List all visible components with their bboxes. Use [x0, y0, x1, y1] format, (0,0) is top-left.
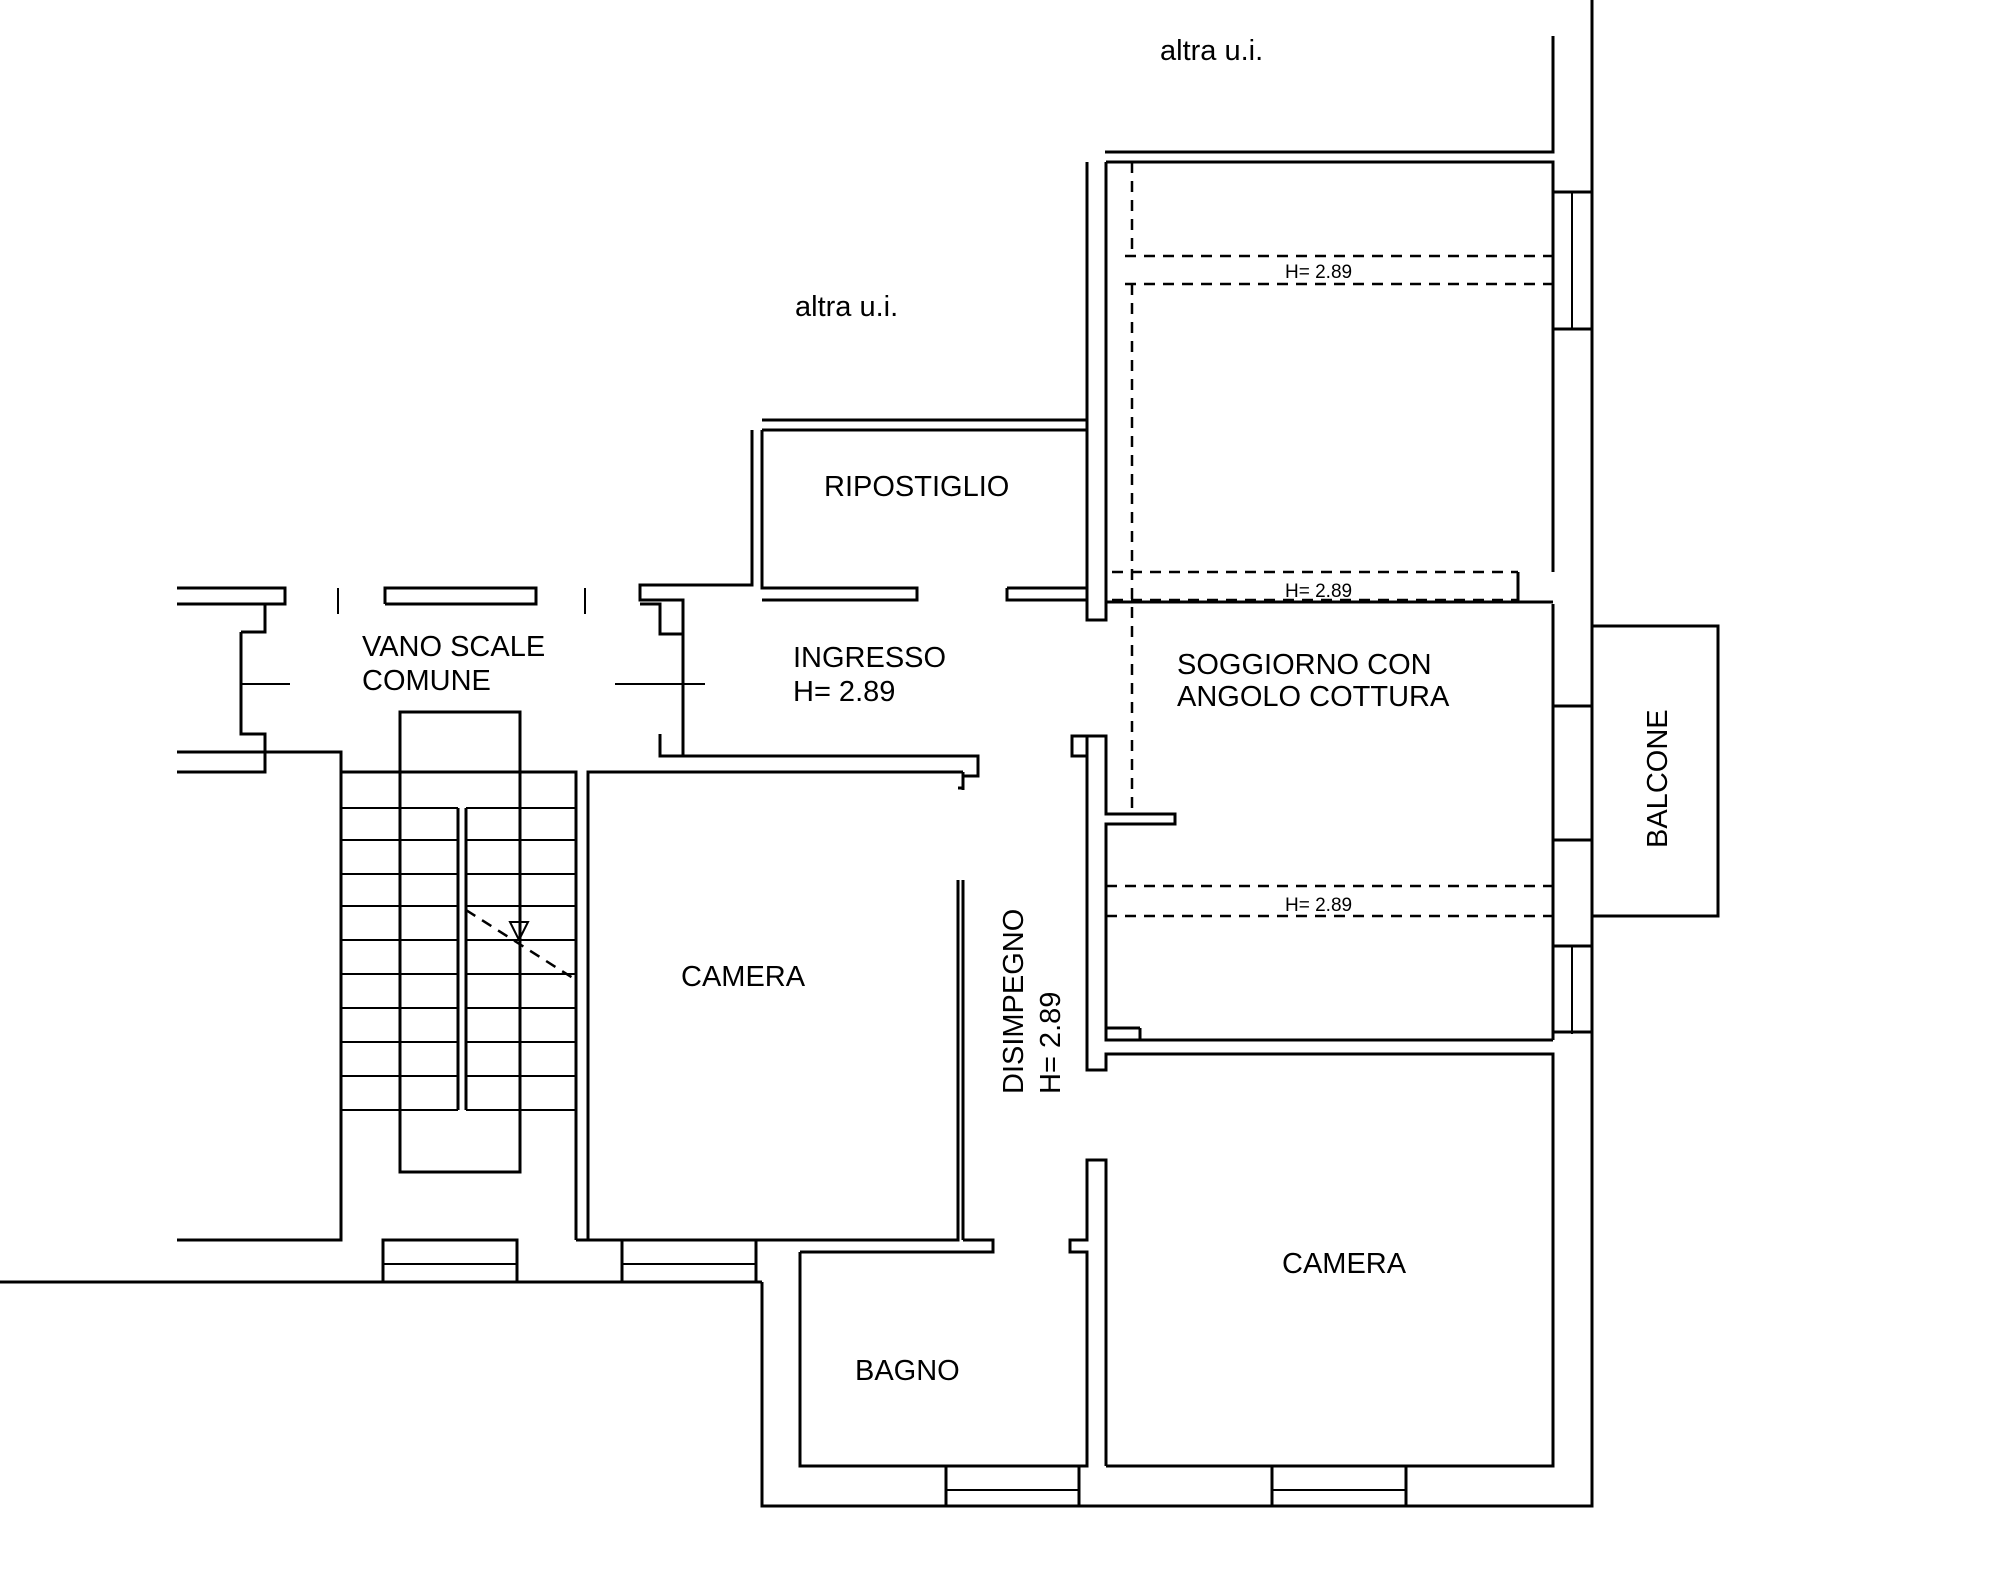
balcony-label: BALCONE: [1642, 709, 1674, 848]
beam-height-label-2: H= 2.89: [1285, 581, 1352, 602]
stair-label-line2: COMUNE: [362, 665, 491, 697]
living-label-line1: SOGGIORNO CON: [1177, 649, 1432, 681]
hallway-height: H= 2.89: [1035, 992, 1067, 1094]
storage-label: RIPOSTIGLIO: [824, 471, 1009, 503]
other-unit-label-left: altra u.i.: [795, 291, 898, 323]
beam-height-label-1: H= 2.89: [1285, 262, 1352, 283]
other-unit-label-top: altra u.i.: [1160, 35, 1263, 67]
entrance-label: INGRESSO: [793, 642, 946, 674]
bedroom-2-label: CAMERA: [1282, 1248, 1407, 1280]
living-label-line2: ANGOLO COTTURA: [1177, 681, 1450, 713]
stair-label-line1: VANO SCALE: [362, 631, 545, 663]
stair-direction-arrow: [465, 908, 577, 982]
entrance-height: H= 2.89: [793, 676, 895, 708]
room-labels: altra u.i. altra u.i. RIPOSTIGLIO VANO S…: [362, 35, 1674, 1387]
bathroom-label: BAGNO: [855, 1355, 960, 1387]
beam-lines: [1106, 162, 1553, 918]
balcony-outline: [1590, 624, 1720, 918]
walls: [0, 0, 1720, 1508]
hallway-label: DISIMPEGNO: [998, 909, 1030, 1094]
beam-height-label-3: H= 2.89: [1285, 895, 1352, 916]
bedroom-1-label: CAMERA: [681, 961, 806, 993]
